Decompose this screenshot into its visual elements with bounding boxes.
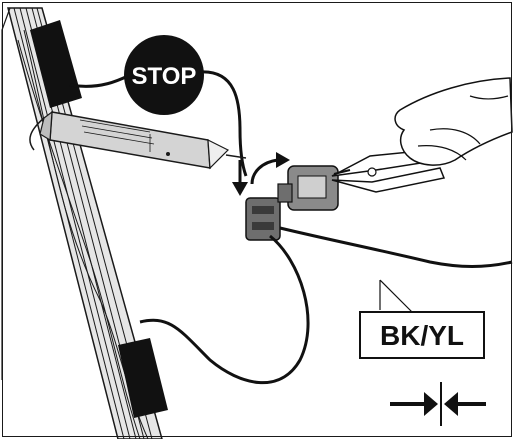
connector-left [246, 198, 280, 240]
hand-icon [395, 78, 512, 165]
harness-loop-wire [140, 236, 308, 383]
stop-sign-text: STOP [132, 63, 197, 90]
wire-label-text: BK/YL [380, 320, 464, 351]
stop-sign: STOP [124, 35, 204, 115]
join-icon [390, 382, 486, 426]
connector-right [278, 166, 338, 210]
bk-yl-wire [280, 228, 512, 267]
stop-lead-wire [70, 74, 132, 86]
rotate-arrow-icon [252, 152, 290, 184]
label-leader-line [380, 280, 412, 312]
wire-label-box: BK/YL [360, 312, 484, 358]
down-arrow-icon [232, 160, 248, 196]
